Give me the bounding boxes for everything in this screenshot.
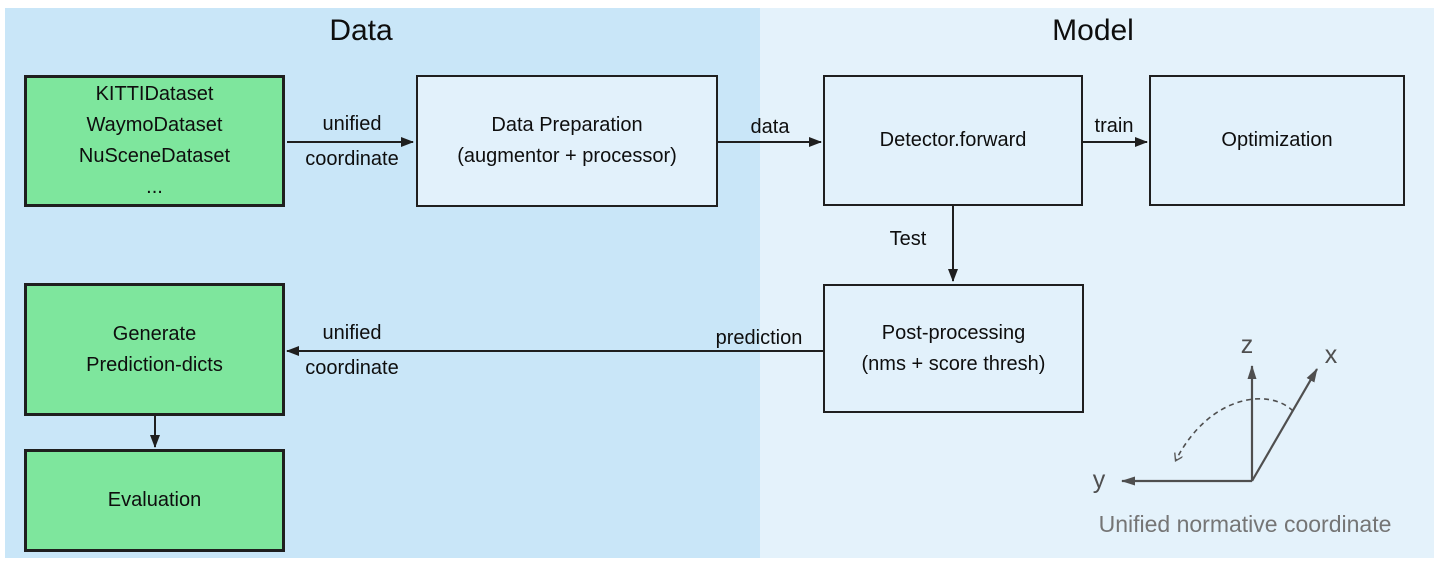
node-datasets-line: KITTIDataset	[95, 83, 214, 105]
z-axis-label: z	[1240, 331, 1254, 359]
node-generate-line: Prediction-dicts	[86, 353, 223, 376]
edge-label-data: data	[750, 116, 790, 138]
node-datasets-line: NuSceneDataset	[78, 145, 231, 167]
y-axis-label: y	[1092, 466, 1106, 494]
edge-label-test: Test	[889, 228, 927, 250]
node-data-preparation-line: Data Preparation	[491, 114, 643, 136]
node-post-processing: Post-processing (nms + score thresh)	[823, 284, 1084, 413]
node-datasets-line: WaymoDataset	[86, 114, 223, 136]
node-detector-forward-line: Detector.forward	[879, 129, 1027, 151]
node-evaluation-line: Evaluation	[107, 489, 202, 511]
node-post-processing-line: (nms + score thresh)	[861, 352, 1046, 375]
node-datasets: KITTIDataset WaymoDataset NuSceneDataset…	[24, 75, 285, 207]
data-section-title: Data	[329, 14, 393, 47]
node-post-processing-line: Post-processing	[881, 321, 1026, 344]
node-optimization: Optimization	[1149, 75, 1405, 206]
edge-label-coordinate-top: coordinate	[305, 148, 399, 170]
edge-label-coordinate-bottom: coordinate	[305, 357, 399, 379]
node-generate-prediction-dicts: Generate Prediction-dicts	[24, 283, 285, 416]
edge-label-train: train	[1094, 115, 1134, 137]
edge-label-unified-top: unified	[322, 113, 382, 135]
x-axis-label: x	[1324, 341, 1338, 369]
node-data-preparation-line: (augmentor + processor)	[457, 145, 677, 167]
node-evaluation: Evaluation	[24, 449, 285, 552]
edge-label-unified-bottom: unified	[322, 322, 382, 344]
node-generate-line: Generate	[112, 322, 197, 345]
edge-label-prediction: prediction	[715, 327, 803, 349]
rotation-arc	[1176, 398, 1294, 460]
axes-caption: Unified normative coordinate	[1098, 511, 1392, 537]
node-datasets-line: ...	[146, 176, 163, 198]
unified-coordinate-axes	[1121, 365, 1318, 486]
node-data-preparation: Data Preparation (augmentor + processor)	[416, 75, 718, 207]
model-section-title: Model	[1052, 14, 1134, 47]
x-axis	[1251, 368, 1318, 482]
node-optimization-line: Optimization	[1221, 129, 1333, 151]
node-detector-forward: Detector.forward	[823, 75, 1083, 206]
